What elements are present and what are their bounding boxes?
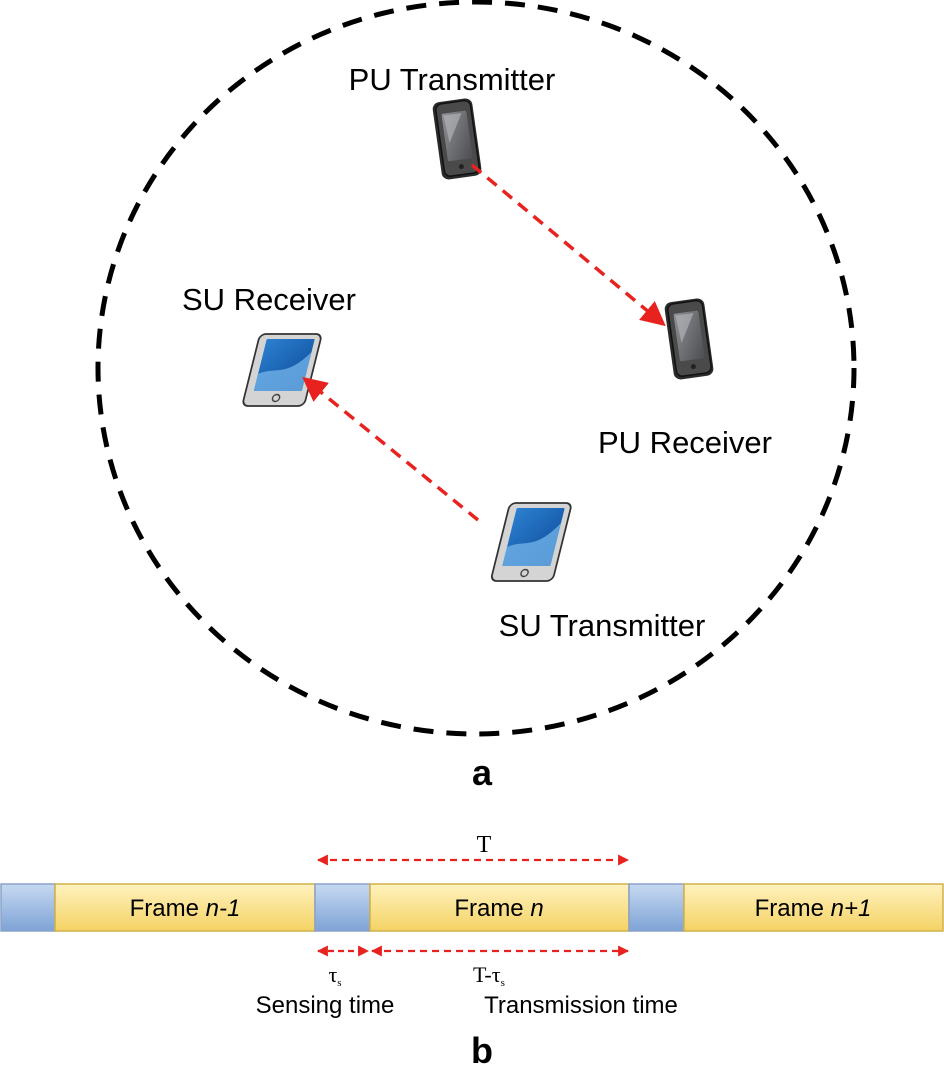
pu-transmitter-label: PU Transmitter (349, 62, 556, 97)
sensing-slot-1 (0, 883, 56, 932)
su-transmitter-tablet-icon (490, 502, 572, 582)
transmission-tau-label: T-τs (473, 962, 505, 989)
frame-next-label: Frame n+1 (755, 895, 872, 922)
coverage-boundary (95, 0, 857, 737)
pu-link-arrow (470, 163, 666, 327)
pu-receiver-phone-icon (664, 298, 714, 380)
frame-current-label: Frame n (454, 895, 543, 922)
sensing-slot-2 (314, 883, 371, 932)
su-receiver-tablet-icon (242, 333, 322, 407)
period-label: T (477, 832, 492, 858)
pu-receiver-label: PU Receiver (598, 425, 772, 460)
transmission-time-label: Transmission time (484, 992, 678, 1019)
frame-next (683, 883, 944, 932)
sensing-slot-3 (628, 883, 685, 932)
sensing-tau-label: τs (328, 962, 341, 989)
su-receiver-label: SU Receiver (182, 282, 356, 317)
su-link-arrow (302, 376, 480, 522)
pu-transmitter-phone-icon (432, 98, 482, 180)
su-transmitter-label: SU Transmitter (499, 608, 706, 643)
panel-b-caption: b (471, 1030, 493, 1069)
sensing-time-label: Sensing time (256, 992, 395, 1019)
panel-a-caption: a (472, 752, 493, 793)
frame-prev-label: Frame n-1 (130, 895, 241, 922)
